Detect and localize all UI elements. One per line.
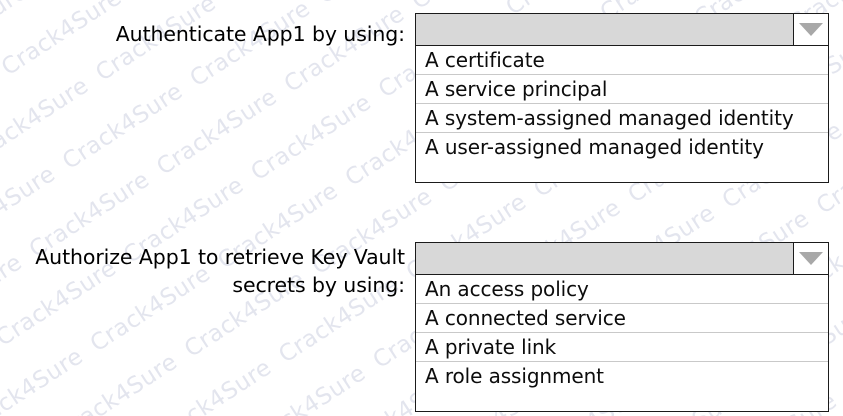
watermark-text: Crack4Sure: [0, 0, 33, 76]
authorize-app1-option-list[interactable]: An access policy A connected service A p…: [415, 275, 829, 412]
list-item[interactable]: An access policy: [416, 275, 828, 304]
authorize-app1-dropdown[interactable]: An access policy A connected service A p…: [415, 242, 829, 412]
watermark-text: Crack4Sure: [246, 89, 377, 187]
watermark-text: Crack4Sure: [22, 0, 180, 5]
list-item[interactable]: A private link: [416, 333, 828, 362]
chevron-down-icon: [799, 23, 823, 36]
list-item[interactable]: A system-assigned managed identity: [416, 104, 828, 133]
list-item[interactable]: A role assignment: [425, 364, 604, 388]
list-item[interactable]: A service principal: [416, 75, 828, 104]
authenticate-app1-dropdown-button[interactable]: [793, 14, 828, 45]
watermark-text: Crack4Sure: [0, 47, 19, 177]
watermark-text: Crack4Sure: [279, 1, 410, 98]
authenticate-app1-selected-value[interactable]: [416, 14, 793, 45]
list-item[interactable]: A certificate: [416, 46, 828, 75]
watermark-text: Crack4Sure: [152, 83, 282, 181]
authenticate-app1-label: Authenticate App1 by using:: [115, 22, 405, 46]
watermark-text: Crack4Sure: [52, 348, 183, 416]
authorize-app1-combo-field[interactable]: [415, 242, 829, 275]
chevron-down-icon: [799, 252, 823, 265]
watermark-text: Crack4Sure: [0, 317, 14, 416]
watermark-text: Crack4Sure: [837, 14, 843, 144]
watermark-text: Crack4Sure: [116, 0, 274, 11]
watermark-text: Crack4Sure: [146, 354, 277, 416]
watermark-text: Crack4Sure: [0, 411, 75, 416]
watermark-text: Crack4Sure: [91, 0, 221, 87]
list-item[interactable]: A user-assigned managed identity: [425, 135, 764, 159]
watermark-text: Crack4Sure: [211, 0, 369, 16]
watermark-text: Crack4Sure: [0, 72, 94, 170]
watermark-text: Crack4Sure: [0, 343, 88, 416]
watermark-text: Crack4Sure: [58, 78, 188, 175]
authenticate-app1-dropdown[interactable]: A certificate A service principal A syst…: [415, 13, 829, 183]
authorize-app1-dropdown-button[interactable]: [793, 243, 828, 274]
watermark-text: Crack4Sure: [185, 0, 316, 93]
authorize-app1-label: Authorize App1 to retrieve Key Vault sec…: [35, 245, 405, 297]
authenticate-app1-combo-field[interactable]: [415, 13, 829, 46]
authorize-app1-selected-value[interactable]: [416, 243, 793, 274]
watermark-text: Crack4Sure: [839, 305, 843, 402]
watermark-text: Crack4Sure: [241, 360, 371, 416]
list-item[interactable]: A connected service: [416, 304, 828, 333]
authenticate-app1-option-list[interactable]: A certificate A service principal A syst…: [415, 46, 829, 183]
